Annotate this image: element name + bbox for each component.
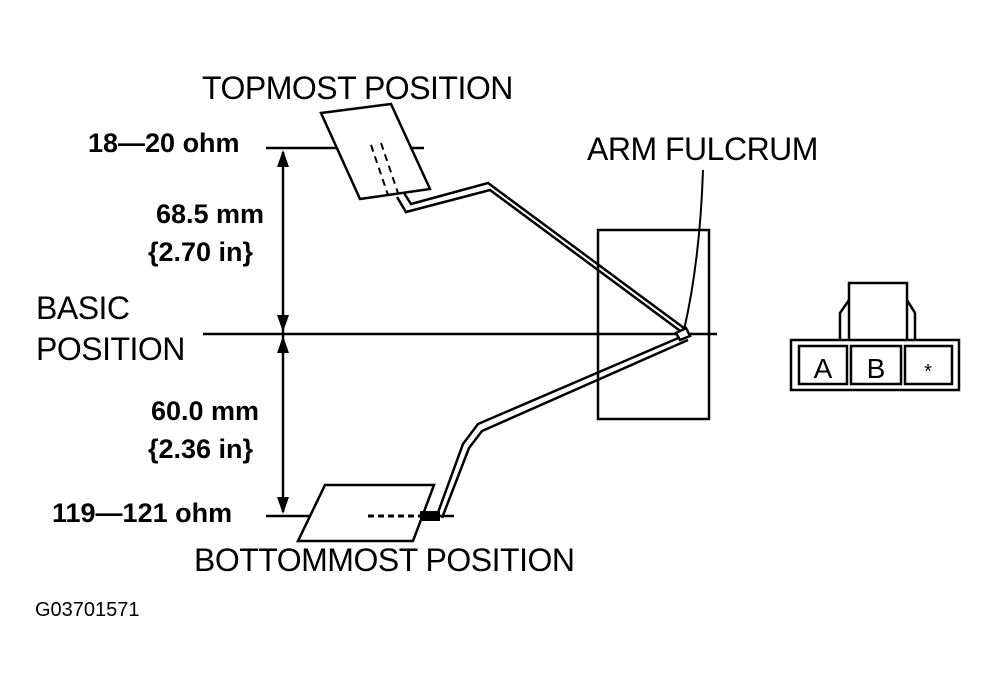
sender-unit-body (596, 228, 711, 421)
bottom-float-arm-joint (420, 511, 440, 521)
arm-fulcrum-leader (683, 169, 704, 331)
upper-distance-mm-label: 68.5 mm (156, 199, 265, 229)
lower-float-arm (434, 334, 689, 519)
connector-terminal-b: B (867, 353, 886, 384)
arrow-bottom (277, 497, 289, 514)
basic-position-label-line2: POSITION (36, 331, 185, 367)
connector-latch (847, 281, 909, 346)
top-resistance-label: 18—20 ohm (88, 128, 240, 158)
top-float-dashed-a (370, 144, 389, 196)
bottom-float (296, 483, 436, 543)
upper-float-arm (395, 181, 689, 335)
arrow-basic-lower (277, 336, 289, 353)
connector-cell-a (797, 344, 849, 386)
connector-cell-b (849, 344, 903, 386)
bottommost-position-label: BOTTOMMOST POSITION (194, 542, 575, 578)
connector-terminal-star: * (924, 361, 932, 383)
lower-distance-in-label: {2.36 in} (148, 434, 254, 464)
top-float-dashed-b (380, 142, 399, 194)
arrow-top (277, 150, 289, 167)
lower-distance-mm-label: 60.0 mm (151, 396, 260, 426)
top-float (319, 102, 432, 201)
arm-fulcrum-point (674, 326, 692, 342)
connector (789, 281, 961, 392)
figure-id-label: G03701571 (35, 599, 140, 621)
basic-position-label-line1: BASIC (36, 290, 130, 326)
connector-latch-left-step (838, 299, 851, 344)
connector-cell-star (903, 344, 954, 386)
bottom-resistance-label: 119—121 ohm (52, 498, 233, 528)
arrow-basic-upper (277, 315, 289, 332)
topmost-position-label: TOPMOST POSITION (202, 70, 513, 106)
upper-distance-in-label: {2.70 in} (148, 237, 254, 267)
connector-terminal-a: A (814, 353, 833, 384)
arm-fulcrum-label: ARM FULCRUM (587, 131, 818, 167)
connector-latch-right-step (905, 299, 917, 344)
